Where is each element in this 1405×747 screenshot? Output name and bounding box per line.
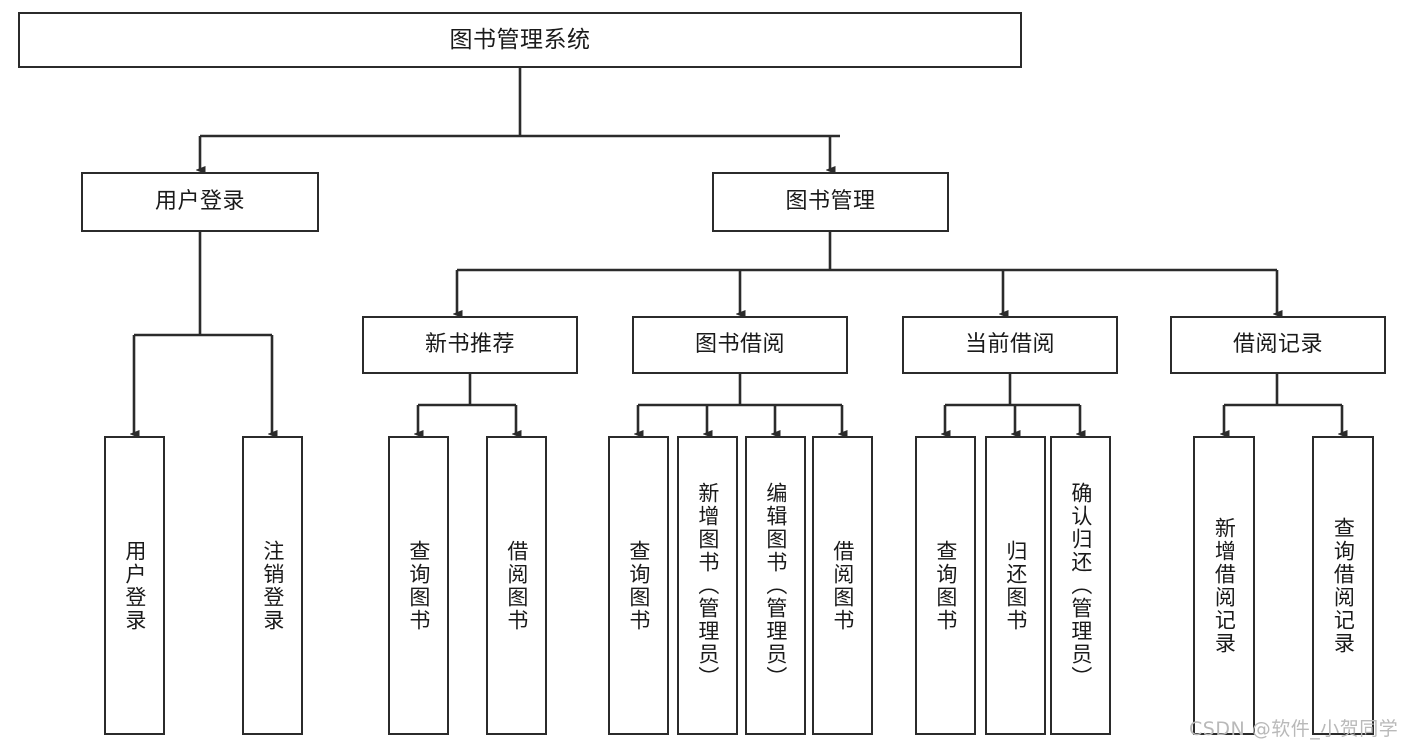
node-leaf-return-book[interactable]: 归还图书 <box>985 436 1046 735</box>
node-book-borrow[interactable]: 图书借阅 <box>632 316 848 374</box>
node-leaf-query-book-1-label: 查询图书 <box>406 539 431 632</box>
node-leaf-query-book-3[interactable]: 查询图书 <box>915 436 976 735</box>
node-leaf-edit-book[interactable]: 编辑图书（管理员） <box>745 436 806 735</box>
node-book-manage-label: 图书管理 <box>785 189 876 214</box>
node-leaf-borrow-book-1[interactable]: 借阅图书 <box>486 436 547 735</box>
node-leaf-query-record-label: 查询借阅记录 <box>1331 516 1356 655</box>
node-new-book-rec-label: 新书推荐 <box>424 332 515 357</box>
node-leaf-confirm-return[interactable]: 确认归还（管理员） <box>1050 436 1111 735</box>
node-leaf-add-record-label: 新增借阅记录 <box>1212 516 1237 655</box>
node-leaf-add-book[interactable]: 新增图书（管理员） <box>677 436 738 735</box>
node-new-book-rec[interactable]: 新书推荐 <box>362 316 578 374</box>
node-book-manage[interactable]: 图书管理 <box>712 172 949 232</box>
node-root-label: 图书管理系统 <box>449 26 591 53</box>
node-leaf-borrow-book-2[interactable]: 借阅图书 <box>812 436 873 735</box>
node-borrow-record[interactable]: 借阅记录 <box>1170 316 1386 374</box>
node-leaf-logout-label: 注销登录 <box>260 539 285 632</box>
node-leaf-user-login[interactable]: 用户登录 <box>104 436 165 735</box>
csdn-watermark: CSDN @软件_小贺同学 <box>1189 718 1399 740</box>
node-leaf-borrow-book-1-label: 借阅图书 <box>504 539 529 632</box>
node-borrow-record-label: 借阅记录 <box>1232 332 1323 357</box>
node-leaf-logout[interactable]: 注销登录 <box>242 436 303 735</box>
node-user-login-label: 用户登录 <box>154 189 245 214</box>
node-user-login[interactable]: 用户登录 <box>81 172 319 232</box>
node-leaf-query-record[interactable]: 查询借阅记录 <box>1312 436 1374 735</box>
node-leaf-query-book-2[interactable]: 查询图书 <box>608 436 669 735</box>
node-leaf-edit-book-label: 编辑图书（管理员） <box>763 482 788 689</box>
node-leaf-return-book-label: 归还图书 <box>1003 539 1028 632</box>
node-leaf-confirm-return-label: 确认归还（管理员） <box>1068 482 1093 689</box>
node-leaf-add-book-label: 新增图书（管理员） <box>695 482 720 689</box>
node-leaf-query-book-2-label: 查询图书 <box>626 539 651 632</box>
node-root[interactable]: 图书管理系统 <box>18 12 1022 68</box>
node-current-borrow[interactable]: 当前借阅 <box>902 316 1118 374</box>
node-leaf-user-login-label: 用户登录 <box>122 539 147 632</box>
node-leaf-query-book-1[interactable]: 查询图书 <box>388 436 449 735</box>
node-leaf-borrow-book-2-label: 借阅图书 <box>830 539 855 632</box>
node-current-borrow-label: 当前借阅 <box>964 332 1055 357</box>
node-leaf-add-record[interactable]: 新增借阅记录 <box>1193 436 1255 735</box>
node-leaf-query-book-3-label: 查询图书 <box>933 539 958 632</box>
node-book-borrow-label: 图书借阅 <box>694 332 785 357</box>
